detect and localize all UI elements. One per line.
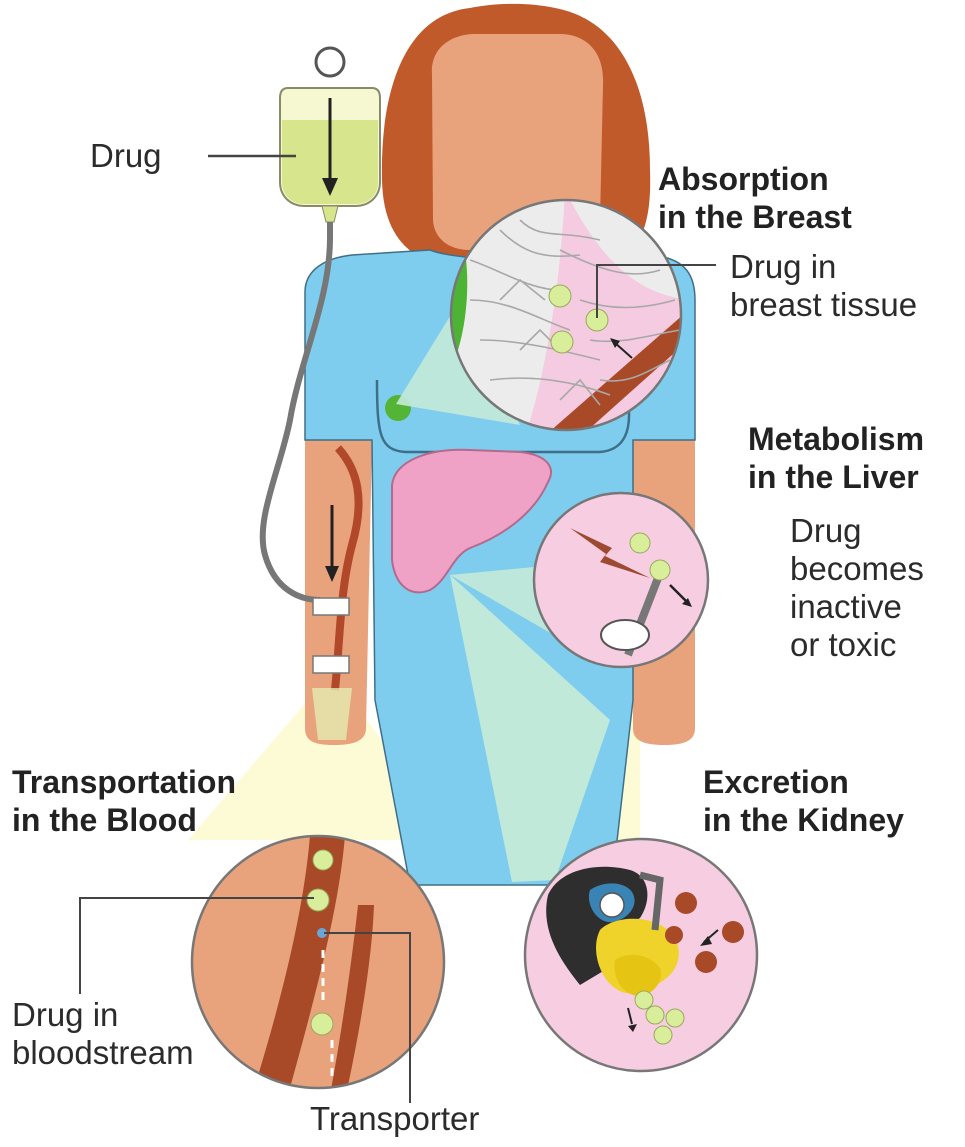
label-bloodstream-line1: Drug in — [12, 996, 194, 1034]
heading-excretion-line2: in the Kidney — [703, 801, 904, 839]
label-breast-tissue-line2: breast tissue — [730, 286, 917, 324]
heading-absorption-line1: Absorption — [658, 160, 852, 198]
heading-metabolism-line2: in the Liver — [748, 458, 924, 496]
heading-excretion: Excretion in the Kidney — [703, 763, 904, 839]
label-bloodstream: Drug in bloodstream — [12, 996, 194, 1072]
label-liver-effect: Drug becomes inactive or toxic — [790, 512, 924, 664]
heading-metabolism-line1: Metabolism — [748, 420, 924, 458]
label-transporter: Transporter — [310, 1100, 479, 1138]
heading-transportation-line1: Transportation — [12, 763, 236, 801]
label-drug: Drug — [90, 137, 162, 175]
heading-excretion-line1: Excretion — [703, 763, 904, 801]
label-liver-effect-line3: inactive — [790, 588, 924, 626]
heading-transportation-line2: in the Blood — [12, 801, 236, 839]
label-bloodstream-line2: bloodstream — [12, 1034, 194, 1072]
label-liver-effect-line4: or toxic — [790, 626, 924, 664]
label-breast-tissue: Drug in breast tissue — [730, 248, 917, 324]
label-liver-effect-line1: Drug — [790, 512, 924, 550]
label-liver-effect-line2: becomes — [790, 550, 924, 588]
heading-absorption-line2: in the Breast — [658, 198, 852, 236]
label-breast-tissue-line1: Drug in — [730, 248, 917, 286]
heading-transportation: Transportation in the Blood — [12, 763, 236, 839]
heading-metabolism: Metabolism in the Liver — [748, 420, 924, 496]
heading-absorption: Absorption in the Breast — [658, 160, 852, 236]
